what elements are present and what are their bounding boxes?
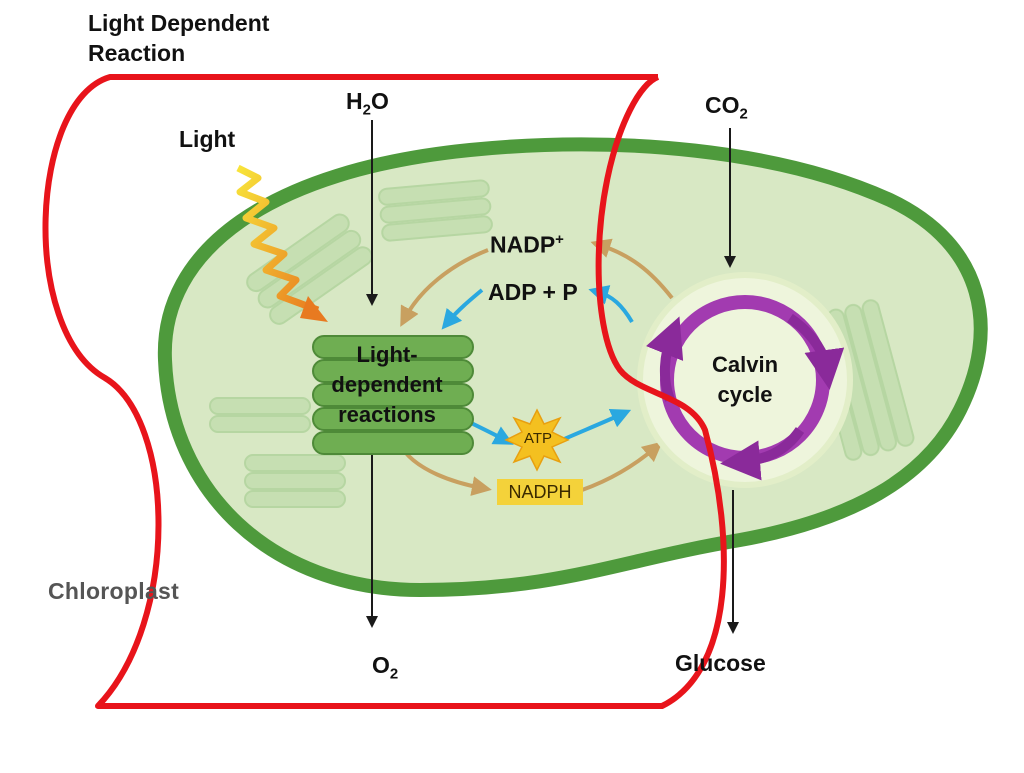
arrow-adp-to-ldr bbox=[441, 288, 484, 330]
light-label: Light bbox=[179, 126, 236, 152]
calvin-arrow-bottom bbox=[720, 427, 805, 481]
light-arrowhead bbox=[300, 296, 328, 322]
calvin-arrow-left bbox=[646, 316, 684, 402]
chloroplast-label: Chloroplast bbox=[48, 578, 180, 604]
arrow-nadp-to-ldr bbox=[400, 248, 489, 327]
light-reaction-outline bbox=[42, 74, 727, 709]
arrow-nadph-to-calvin bbox=[581, 441, 663, 492]
light-ray bbox=[236, 164, 320, 314]
light-dependent-reactions-label: Light-dependent reactions bbox=[331, 342, 443, 427]
glucose-label: Glucose bbox=[675, 650, 766, 676]
o2-label: O2 bbox=[372, 652, 399, 683]
atp-label: ATP bbox=[523, 430, 553, 447]
arrow-nadp-return bbox=[590, 238, 674, 300]
atp-star bbox=[504, 408, 570, 472]
co2-label: CO2 bbox=[705, 92, 748, 123]
calvin-arrow-right bbox=[787, 313, 845, 390]
calvin-cycle-label: Calvin cycle bbox=[711, 352, 779, 407]
nadph-label: NADPH bbox=[497, 479, 583, 505]
diagram-title: Light Dependent Reaction bbox=[88, 10, 270, 66]
thylakoid-stack bbox=[312, 335, 474, 455]
h2o-label: H2O bbox=[346, 88, 389, 119]
adp-label: ADP + P bbox=[488, 279, 578, 305]
arrow-ldr-to-nadph bbox=[403, 450, 492, 496]
nadp-label: NADP+ bbox=[490, 231, 564, 258]
arrow-atp-to-calvin bbox=[561, 409, 632, 442]
